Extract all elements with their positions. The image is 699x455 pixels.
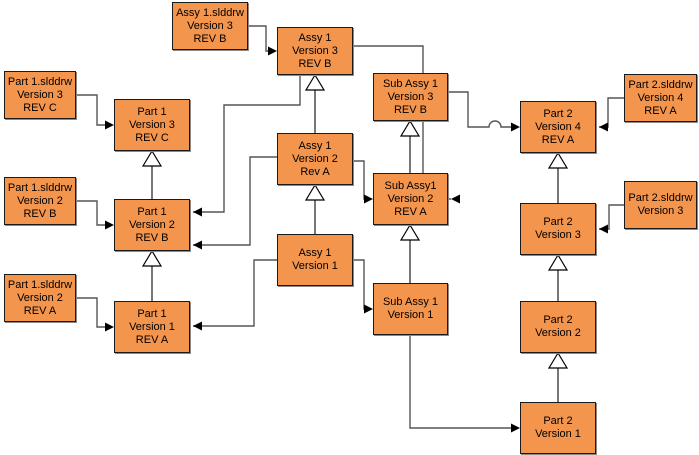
node-line: Version 2 bbox=[17, 194, 63, 207]
node-line: Part 2 bbox=[543, 314, 573, 326]
node-line: Version 3 bbox=[292, 44, 338, 57]
node-line: Part 1 bbox=[137, 307, 167, 320]
part2drw-v4-to-part2-v4 bbox=[599, 97, 624, 132]
node-line: REV A bbox=[135, 333, 169, 346]
node-line: Part 1.slddrw bbox=[7, 278, 73, 291]
part2drw-v3-to-part2-v3 bbox=[599, 204, 624, 234]
part1drw-v2b-to-part1-v2 bbox=[76, 200, 114, 230]
node-line: REV B bbox=[193, 32, 227, 45]
node-line: REV A bbox=[644, 104, 677, 117]
assy1-v2-to-assy1-v3-inherits bbox=[304, 73, 326, 133]
node-line: Version 3 bbox=[387, 90, 434, 103]
part2-v3-to-part2-v4-inherits bbox=[547, 151, 569, 203]
part2-v2-to-part2-v3-inherits bbox=[547, 253, 569, 301]
node-line: Version 2 bbox=[129, 218, 175, 231]
node-line: Part 1.slddrw bbox=[7, 75, 73, 88]
node-line: Version 1 bbox=[535, 428, 581, 440]
node-line: Part 1 bbox=[137, 205, 167, 218]
node-line: REV B bbox=[298, 57, 332, 70]
node-line: REV A bbox=[541, 133, 575, 146]
node-line: REV C bbox=[135, 131, 169, 144]
assy1-v1-to-assy1-v2-inherits bbox=[304, 183, 326, 234]
node-line: Version 3 bbox=[129, 118, 175, 131]
node-line: Version 3 bbox=[187, 19, 233, 32]
node-line: Version 1 bbox=[292, 260, 338, 272]
node-line: Sub Assy1 bbox=[384, 179, 437, 192]
node-line: Version 3 bbox=[17, 88, 63, 101]
subassy1-v3-to-part2-v4 bbox=[448, 91, 520, 132]
node-line: Sub Assy 1 bbox=[382, 77, 439, 90]
assy1-v2-to-subassy1-v2 bbox=[353, 160, 373, 204]
node-line: Part 2.slddrw bbox=[628, 192, 693, 204]
part2-v1-to-part2-v2-inherits bbox=[547, 351, 569, 402]
node-line: Version 1 bbox=[387, 309, 434, 321]
node-line: REV B bbox=[393, 103, 427, 116]
node-line: Version 2 bbox=[387, 192, 434, 205]
assy1-v1-to-subassy1-v1 bbox=[353, 259, 373, 314]
node-line: Part 2.slddrw bbox=[628, 78, 693, 91]
node-line: Part 2 bbox=[543, 415, 573, 427]
assy1drw-v3-to-assy1-v3 bbox=[248, 25, 277, 56]
node-line: Version 4 bbox=[637, 91, 684, 104]
node-line: Part 2 bbox=[543, 107, 573, 120]
part1drw-v2a-to-part1-v1 bbox=[76, 297, 114, 332]
node-line: Version 2 bbox=[17, 291, 63, 304]
node-line: Sub Assy 1 bbox=[382, 296, 439, 308]
node-line: Version 3 bbox=[637, 205, 684, 217]
assy1-v2-to-part1-v2 bbox=[193, 156, 277, 250]
node-line: Assy 1 bbox=[298, 139, 332, 152]
node-line: Version 3 bbox=[535, 229, 581, 241]
node-line: Rev A bbox=[300, 165, 330, 178]
part1-v1-to-part1-v2-inherits bbox=[141, 249, 163, 301]
assy1-v1-to-part1-v1 bbox=[193, 259, 277, 331]
subassy1-v1-to-subassy1-v2-inherits bbox=[399, 223, 421, 283]
node-line: REV A bbox=[23, 304, 57, 317]
node-line: Assy 1.slddrw bbox=[176, 6, 244, 19]
subassy1-v2-to-subassy1-v3-inherits bbox=[399, 119, 421, 173]
node-line: Assy 1 bbox=[298, 31, 332, 44]
part1-v2-to-part1-v3-inherits bbox=[141, 149, 163, 199]
node-line: Version 2 bbox=[535, 327, 581, 339]
subassy1-v1-to-part2-v1 bbox=[409, 335, 520, 433]
node-line: Part 2 bbox=[543, 216, 573, 228]
node-line: REV A bbox=[394, 205, 427, 218]
node-line: REV B bbox=[23, 207, 57, 220]
node-line: REV B bbox=[135, 231, 169, 244]
node-line: REV C bbox=[23, 101, 57, 114]
node-line: Part 1.slddrw bbox=[7, 181, 73, 194]
node-line: Version 2 bbox=[292, 152, 338, 165]
node-line: Version 1 bbox=[129, 320, 175, 333]
node-line: Assy 1 bbox=[298, 247, 332, 259]
node-line: Version 4 bbox=[535, 120, 581, 133]
node-line: Part 1 bbox=[137, 105, 167, 118]
part1drw-v3-to-part1-v3 bbox=[76, 94, 114, 130]
